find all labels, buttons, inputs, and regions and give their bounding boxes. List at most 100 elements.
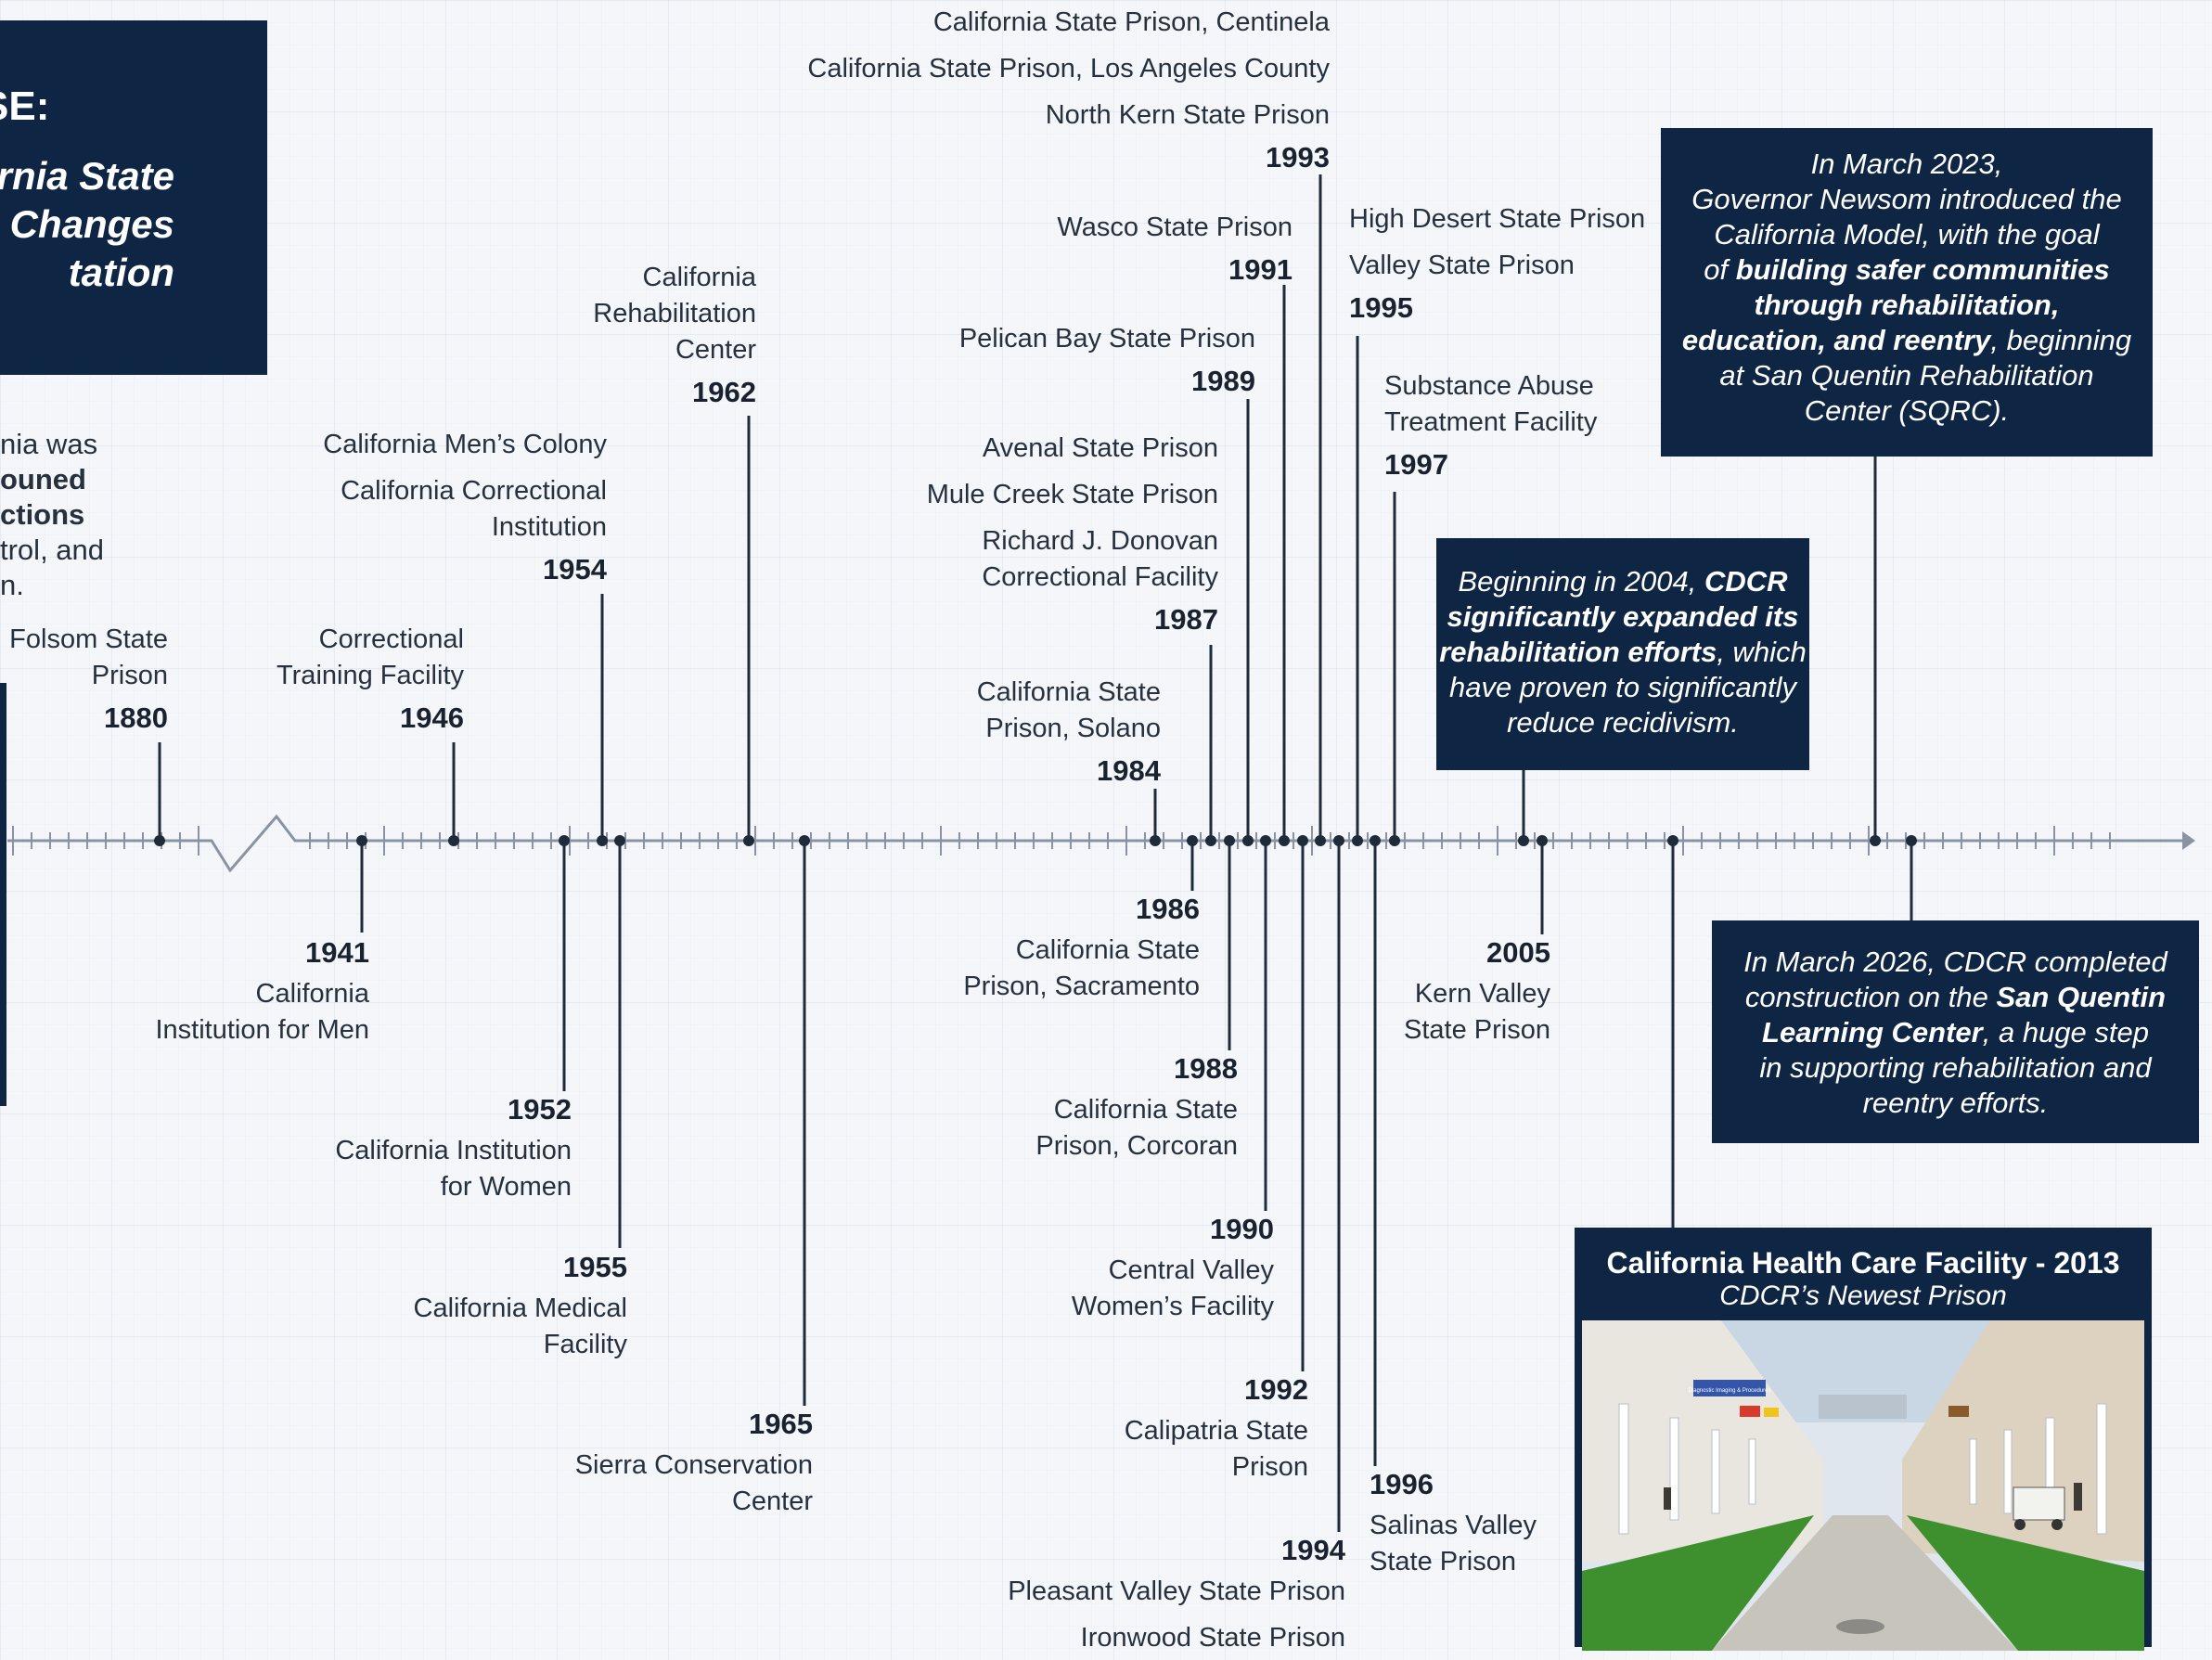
event-year: 1965 xyxy=(749,1408,813,1440)
callout-line: California Model, with the goal xyxy=(1661,217,2153,252)
callout-text: have proven to significantly xyxy=(1449,671,1796,703)
event-name: Richard J. Donovan xyxy=(982,526,1218,556)
intro-line: ctions xyxy=(0,498,85,531)
event-dot-1965 xyxy=(799,835,810,846)
event-year: 1996 xyxy=(1370,1468,1434,1500)
event-dot-1991 xyxy=(1279,835,1290,846)
callout-text: Center (SQRC). xyxy=(1804,394,2010,427)
event-year: 1880 xyxy=(104,701,168,734)
event-label-1987: Avenal State Prison Mule Creek State Pri… xyxy=(927,431,1218,637)
event-year: 1984 xyxy=(1097,754,1161,787)
event-year: 1989 xyxy=(1191,365,1255,397)
facility-photo: Diagnostic Imaging & Procedures xyxy=(1582,1320,2144,1651)
callout-line: In March 2023, xyxy=(1661,147,2153,182)
event-year: 1994 xyxy=(1281,1534,1345,1566)
callout-line: reentry efforts. xyxy=(1712,1086,2199,1121)
event-dot-1984 xyxy=(1150,835,1161,846)
event-dot-1997 xyxy=(1389,835,1400,846)
photo-card-title: California Health Care Facility - 2013 xyxy=(1606,1246,2120,1280)
callout-line: Center (SQRC). xyxy=(1661,393,2153,429)
event-label-1993: California State Prison, Centinela Calif… xyxy=(807,5,1330,175)
event-name: Training Facility xyxy=(276,661,464,690)
callout-2023: In March 2023, Governor Newsom introduce… xyxy=(1661,128,2153,457)
event-dot-1990 xyxy=(1260,835,1271,846)
event-label-1962: California Rehabilitation Center 1962 xyxy=(593,260,756,410)
callout-line: Governor Newsom introduced the xyxy=(1661,182,2153,217)
event-dot-1992 xyxy=(1297,835,1308,846)
event-dot-1987 xyxy=(1205,835,1216,846)
event-label-1989: Pelican Bay State Prison 1989 xyxy=(959,321,1255,399)
timeline-axis xyxy=(7,814,2182,873)
event-name: California xyxy=(255,979,370,1009)
event-label-1965: 1965 Sierra Conservation Center xyxy=(575,1406,813,1520)
event-name: Pleasant Valley State Prison xyxy=(1008,1576,1345,1606)
event-dot-1993 xyxy=(1315,835,1326,846)
event-name: California Medical xyxy=(413,1293,628,1323)
event-year: 1954 xyxy=(543,553,607,586)
event-dot-1995 xyxy=(1352,835,1363,846)
event-year: 1955 xyxy=(563,1251,627,1283)
event-name: Avenal State Prison xyxy=(982,433,1218,463)
event-dot-1989 xyxy=(1242,835,1254,846)
event-name: Prison, Solano xyxy=(985,714,1161,743)
event-name: Institution xyxy=(491,512,607,542)
event-label-1990: 1990 Central Valley Women’s Facility xyxy=(1072,1211,1274,1325)
event-dot-1946 xyxy=(448,835,459,846)
event-label-1991: Wasco State Prison 1991 xyxy=(1057,210,1292,288)
callout-text: Beginning in 2004, xyxy=(1458,565,1704,598)
event-dot-1880 xyxy=(154,835,165,846)
event-name: Center xyxy=(731,1486,813,1516)
event-year: 1952 xyxy=(508,1093,572,1126)
callout-line: through rehabilitation, xyxy=(1661,288,2153,323)
callout-line: education, and reentry, beginning xyxy=(1661,323,2153,358)
event-label-1955: 1955 California Medical Facility xyxy=(414,1249,628,1363)
event-name: Ironwood State Prison xyxy=(1080,1623,1345,1653)
callout-text: reduce recidivism. xyxy=(1507,706,1739,739)
event-dot-2005 xyxy=(1537,835,1548,846)
callout-text: building safer communities xyxy=(1735,253,2110,286)
callout-text: of xyxy=(1704,253,1736,286)
intro-line: nia was xyxy=(0,428,98,460)
event-year: 1941 xyxy=(305,936,369,969)
callout-line: in supporting rehabilitation and xyxy=(1712,1050,2199,1086)
event-label-1952: 1952 California Institution for Women xyxy=(335,1091,572,1205)
photo-card-chcf: California Health Care Facility - 2013 C… xyxy=(1575,1228,2152,1651)
event-name: Folsom State xyxy=(9,624,168,654)
event-name: Mule Creek State Prison xyxy=(926,480,1218,509)
callout-line: have proven to significantly xyxy=(1436,670,1809,705)
event-dot-1994 xyxy=(1333,835,1344,846)
title-box: SE: rnia State Changes tation xyxy=(0,20,267,375)
event-name: State Prison xyxy=(1370,1547,1516,1576)
callout-text: rehabilitation efforts xyxy=(1439,636,1717,668)
callout-line: reduce recidivism. xyxy=(1436,705,1809,740)
event-name: Valley State Prison xyxy=(1349,251,1575,280)
callout-text: In March 2023, xyxy=(1810,148,2003,180)
event-name: Pelican Bay State Prison xyxy=(958,324,1255,354)
event-label-1988: 1988 California State Prison, Corcoran xyxy=(1035,1050,1238,1165)
event-name: for Women xyxy=(440,1172,572,1202)
event-name: Prison, Sacramento xyxy=(963,972,1200,1001)
facility-sign-text: Diagnostic Imaging & Procedures xyxy=(1688,1388,1770,1394)
event-label-1997: Substance Abuse Treatment Facility 1997 xyxy=(1384,368,1597,483)
photo-card-dot xyxy=(1667,835,1678,846)
callout-2026: In March 2026, CDCR completed constructi… xyxy=(1712,920,2199,1143)
callout-text: Learning Center xyxy=(1762,1016,1983,1049)
event-name: Calipatria State xyxy=(1124,1416,1308,1446)
event-label-1994: 1994 Pleasant Valley State Prison Ironwo… xyxy=(1008,1532,1345,1656)
callout-line: Learning Center, a huge step xyxy=(1712,1015,2199,1050)
intro-line: n. xyxy=(0,569,24,601)
callout-text: California Model, with the goal xyxy=(1714,218,2100,251)
event-dot-1962 xyxy=(743,835,754,846)
callout-text: , a huge step xyxy=(1982,1016,2149,1049)
callout-line: of building safer communities xyxy=(1661,252,2153,288)
subtitle-line: Changes xyxy=(9,202,174,246)
event-label-2005: 2005 Kern Valley State Prison xyxy=(1404,934,1550,1049)
callout-2023-dot xyxy=(1870,835,1881,846)
event-name: Center xyxy=(675,335,756,365)
event-year: 1993 xyxy=(1266,141,1330,174)
event-name: Women’s Facility xyxy=(1071,1292,1274,1321)
callout-text: reentry efforts. xyxy=(1862,1087,2049,1119)
event-label-1954: California Men’s Colony California Corre… xyxy=(323,427,607,587)
callout-text: through rehabilitation, xyxy=(1754,289,2060,321)
